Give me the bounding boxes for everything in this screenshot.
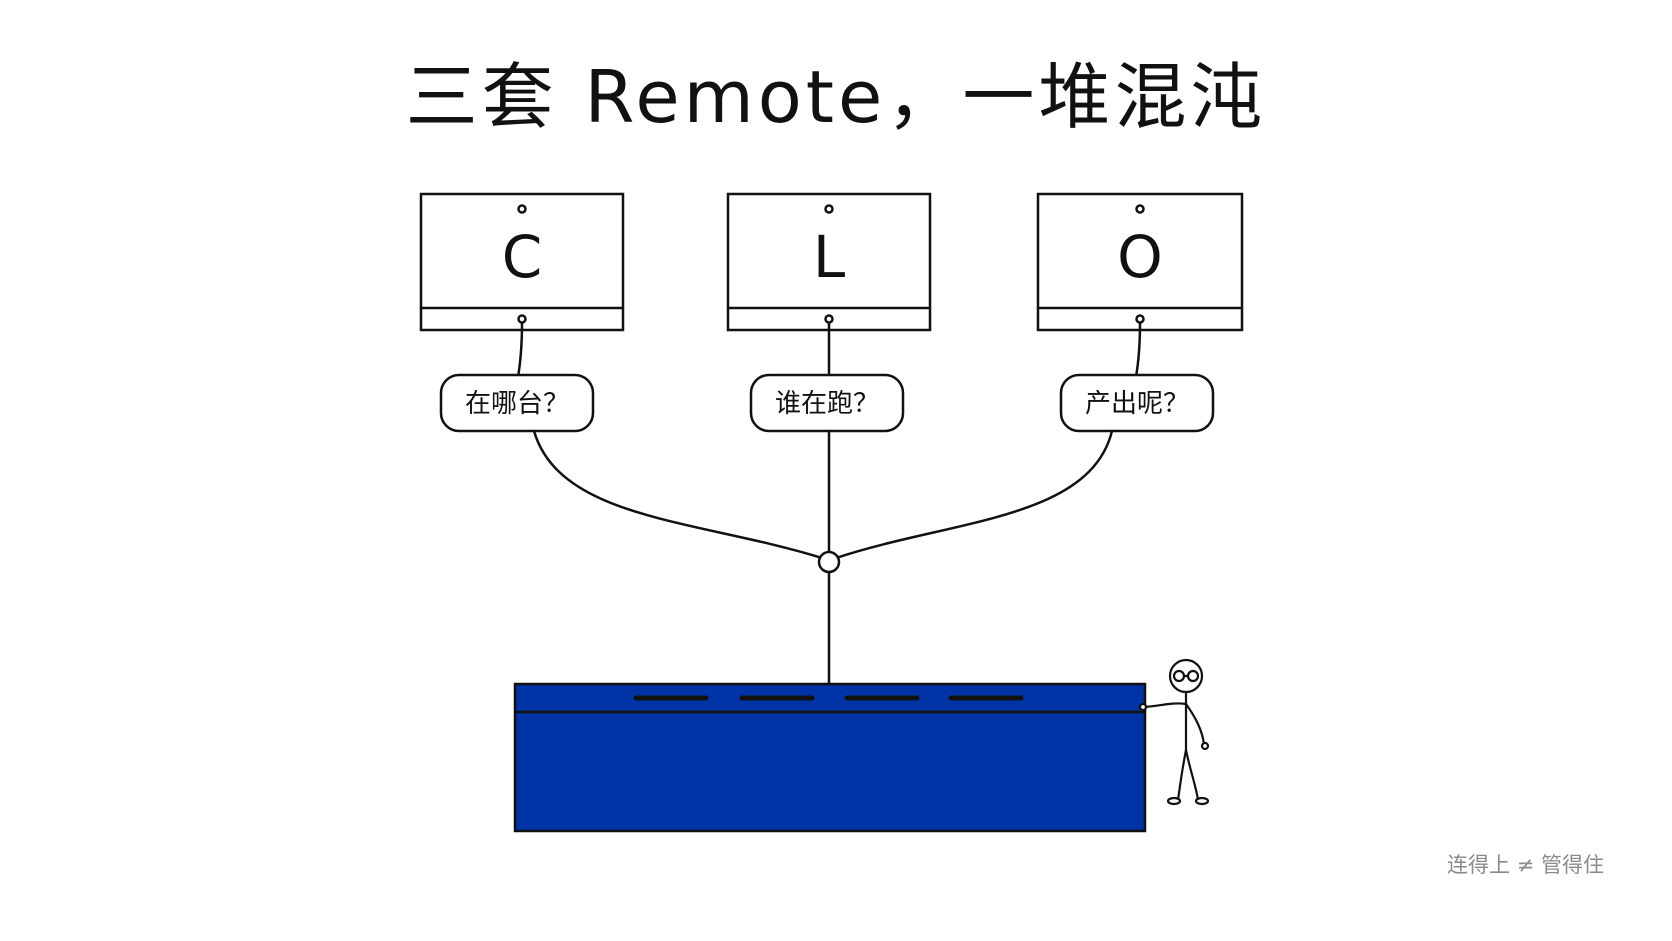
hub-node: [817, 550, 841, 574]
monitor-l-letter: L: [813, 223, 845, 291]
camera-dot-icon: [824, 204, 834, 214]
question-o-text: 产出呢？: [1085, 389, 1189, 419]
connector-c: [516, 321, 524, 379]
question-bubble-o: [1059, 373, 1215, 433]
question-l-text: 谁在跑？: [775, 389, 879, 419]
monitor-o-letter: O: [1117, 223, 1163, 291]
question-c-text: 在哪台？: [465, 389, 569, 419]
question-bubble-l: [749, 373, 905, 433]
power-dot-icon: [517, 314, 527, 324]
cable-o: [834, 429, 1114, 560]
keyboard-base: [513, 682, 1147, 833]
monitor-c: [419, 192, 625, 332]
monitor-c-letter: C: [502, 223, 543, 291]
monitor-l: [726, 192, 932, 332]
question-bubble-c: [439, 373, 595, 433]
monitor-o: [1036, 192, 1244, 332]
caption-text: 连得上 ≠ 管得住: [1447, 853, 1604, 877]
cable-c: [532, 429, 824, 560]
connector-o: [1134, 321, 1142, 379]
power-dot-icon: [1135, 314, 1145, 324]
camera-dot-icon: [1135, 204, 1145, 214]
camera-dot-icon: [517, 204, 527, 214]
page-title: 三套 Remote，一堆混沌: [405, 55, 1267, 139]
stick-figure-person: [1138, 658, 1210, 806]
power-dot-icon: [824, 314, 834, 324]
